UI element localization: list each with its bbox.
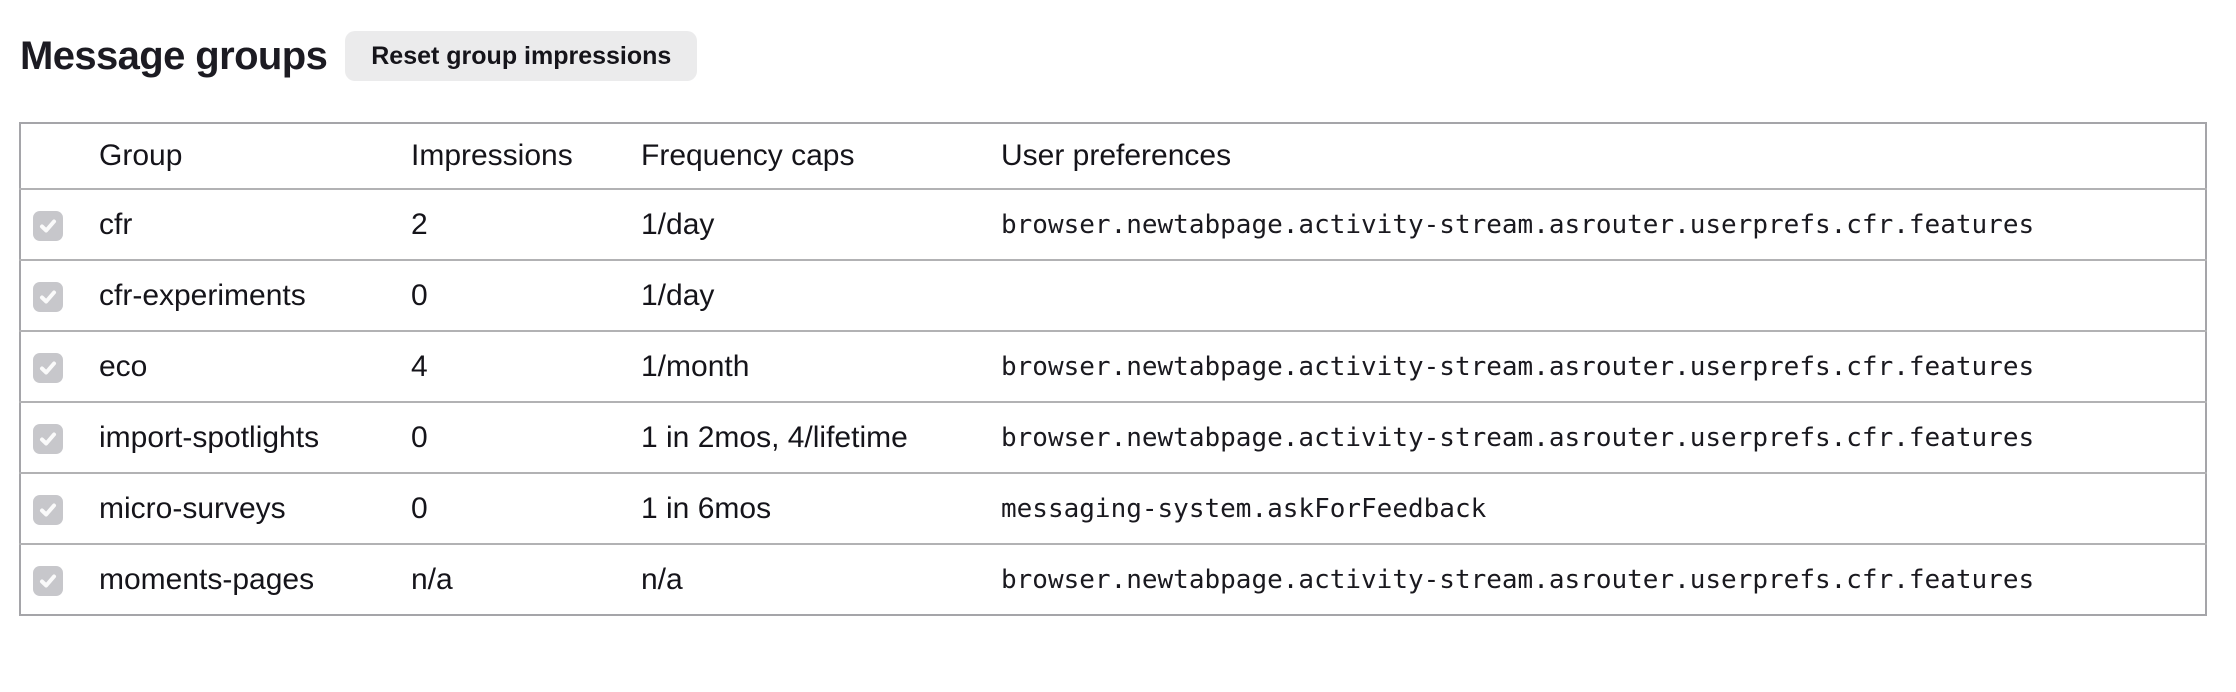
checkbox-cell <box>20 189 99 260</box>
page-title: Message groups <box>20 33 328 78</box>
user-preferences-cell <box>1001 260 2206 331</box>
group-name-cell: cfr <box>99 207 133 241</box>
reset-group-impressions-button[interactable]: Reset group impressions <box>345 31 698 81</box>
table-row: cfr 2 1/day browser.newtabpage.activity-… <box>20 189 2206 260</box>
impressions-cell: 4 <box>411 349 428 383</box>
user-preferences-cell: browser.newtabpage.activity-stream.asrou… <box>1001 564 2035 595</box>
user-preferences-cell: browser.newtabpage.activity-stream.asrou… <box>1001 209 2035 240</box>
checkmark-icon <box>40 432 56 446</box>
checkbox-cell <box>20 402 99 473</box>
column-header-user-preferences: User preferences <box>1001 139 1232 172</box>
group-enabled-checkbox[interactable] <box>33 281 63 312</box>
message-groups-table: Group Impressions Frequency caps User pr… <box>19 122 2207 616</box>
column-header-impressions: Impressions <box>411 139 573 172</box>
checkmark-icon <box>40 219 56 233</box>
page-header: Message groups Reset group impressions <box>20 30 2236 82</box>
group-enabled-checkbox[interactable] <box>33 423 63 454</box>
checkmark-icon <box>40 503 56 517</box>
table-row: moments-pages n/a n/a browser.newtabpage… <box>20 544 2206 615</box>
frequency-caps-cell: n/a <box>641 562 683 596</box>
group-enabled-checkbox[interactable] <box>33 352 63 383</box>
frequency-caps-cell: 1/day <box>641 207 715 241</box>
group-enabled-checkbox[interactable] <box>33 494 63 525</box>
user-preferences-cell: browser.newtabpage.activity-stream.asrou… <box>1001 422 2035 453</box>
group-name-cell: micro-surveys <box>99 491 286 525</box>
table-row: micro-surveys 0 1 in 6mos messaging-syst… <box>20 473 2206 544</box>
impressions-cell: 0 <box>411 278 428 312</box>
table-header-row: Group Impressions Frequency caps User pr… <box>20 123 2206 189</box>
checkbox-cell <box>20 473 99 544</box>
group-name-cell: moments-pages <box>99 562 315 596</box>
checkbox-cell <box>20 331 99 402</box>
checkmark-icon <box>40 290 56 304</box>
frequency-caps-cell: 1 in 2mos, 4/lifetime <box>641 420 908 454</box>
frequency-caps-cell: 1/day <box>641 278 715 312</box>
user-preferences-cell: browser.newtabpage.activity-stream.asrou… <box>1001 351 2035 382</box>
group-name-cell: import-spotlights <box>99 420 320 454</box>
checkbox-cell <box>20 544 99 615</box>
impressions-cell: 0 <box>411 491 428 525</box>
group-enabled-checkbox[interactable] <box>33 210 63 241</box>
frequency-caps-cell: 1 in 6mos <box>641 491 772 525</box>
impressions-cell: n/a <box>411 562 453 596</box>
checkbox-cell <box>20 260 99 331</box>
table-row: import-spotlights 0 1 in 2mos, 4/lifetim… <box>20 402 2206 473</box>
frequency-caps-cell: 1/month <box>641 349 750 383</box>
checkmark-icon <box>40 361 56 375</box>
table-row: eco 4 1/month browser.newtabpage.activit… <box>20 331 2206 402</box>
checkbox-column-header <box>20 123 99 189</box>
column-header-frequency-caps: Frequency caps <box>641 139 855 172</box>
impressions-cell: 2 <box>411 207 428 241</box>
user-preferences-cell: messaging-system.askForFeedback <box>1001 493 1487 524</box>
checkmark-icon <box>40 574 56 588</box>
group-enabled-checkbox[interactable] <box>33 565 63 596</box>
group-name-cell: eco <box>99 349 148 383</box>
group-name-cell: cfr-experiments <box>99 278 306 312</box>
table-row: cfr-experiments 0 1/day <box>20 260 2206 331</box>
impressions-cell: 0 <box>411 420 428 454</box>
column-header-group: Group <box>99 139 183 172</box>
